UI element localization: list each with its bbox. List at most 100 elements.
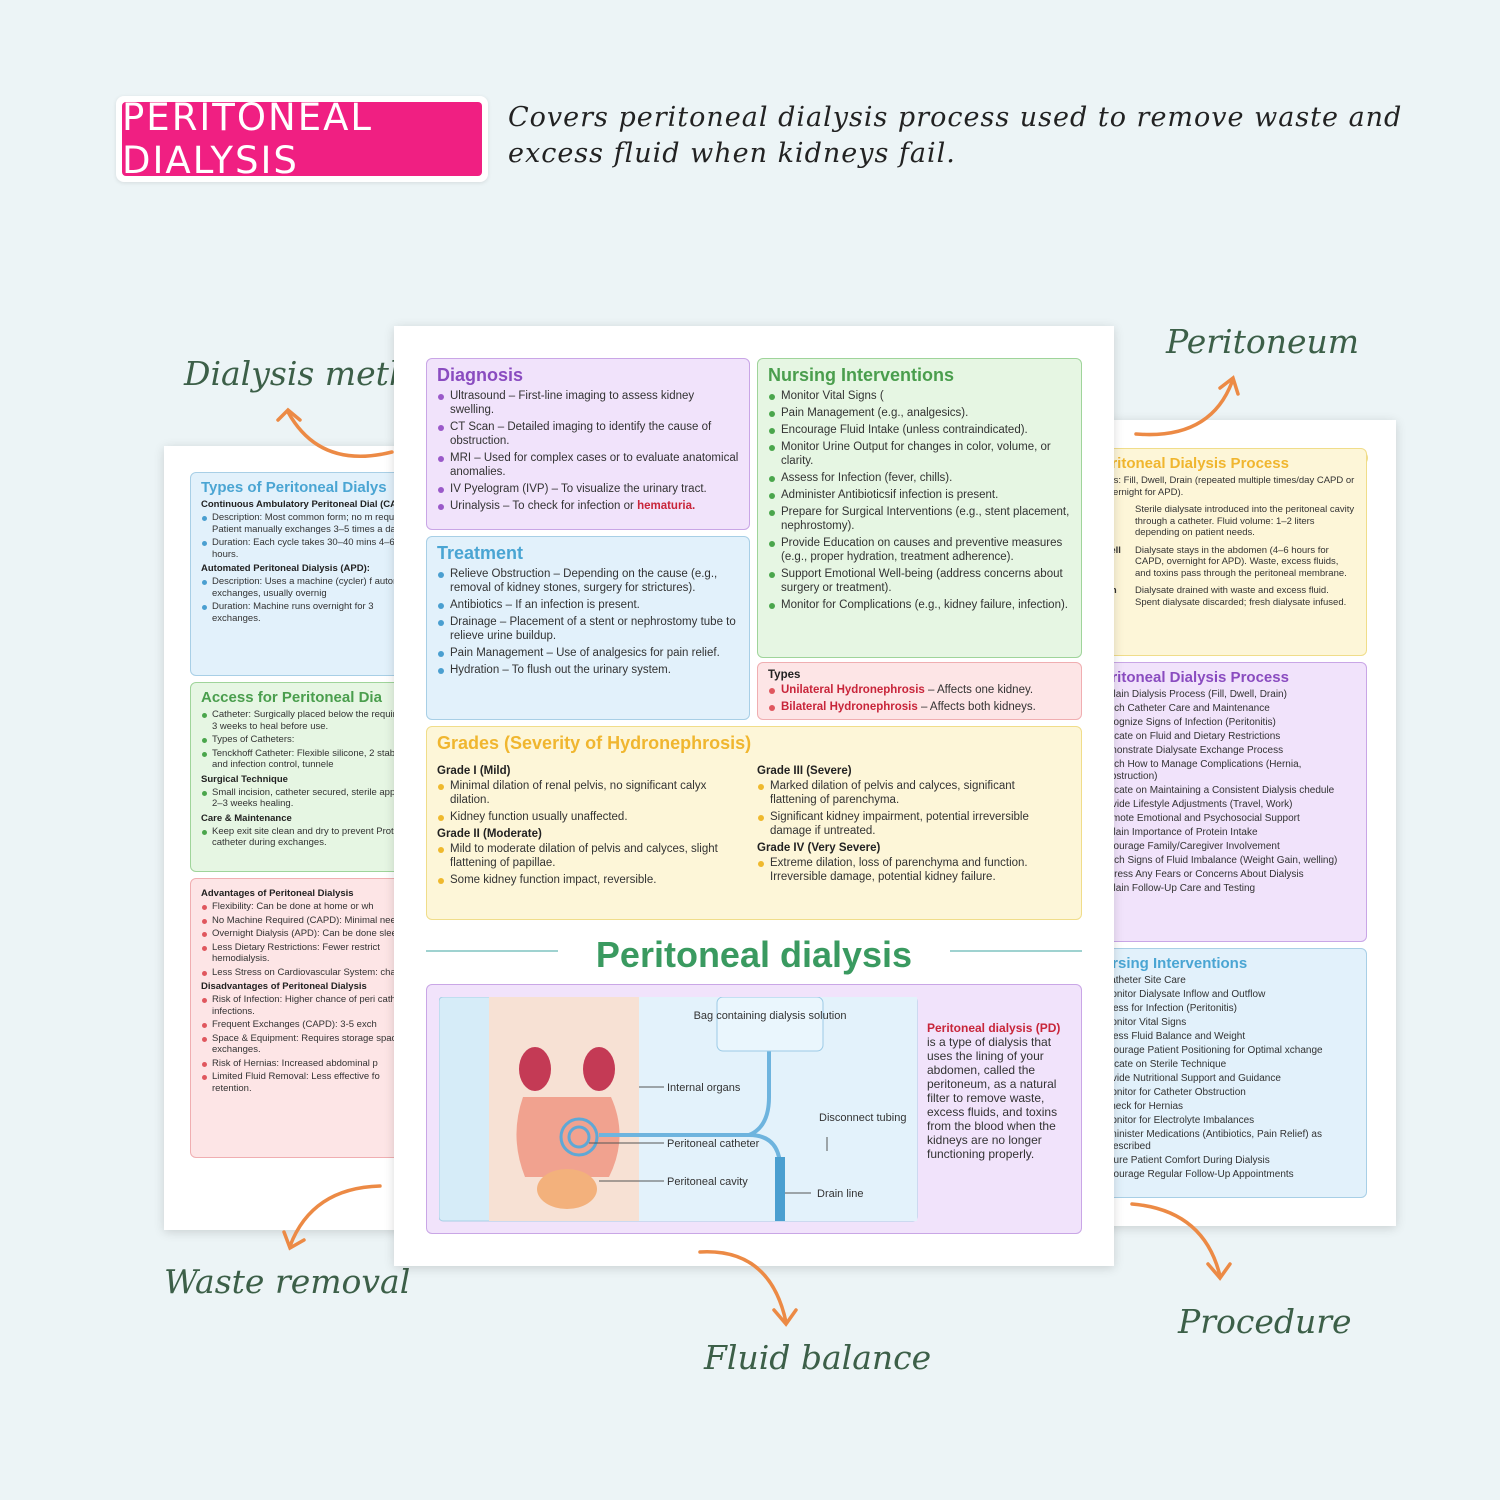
list-item: Catheter: Surgically placed below the re… [201, 709, 404, 732]
list-item: each Catheter Care and Maintenance [1103, 703, 1270, 714]
list-item: Check for Hernias [1103, 1101, 1184, 1112]
arrow-head [282, 1230, 306, 1251]
process-row-value: Sterile dialysate introduced into the pe… [1135, 504, 1355, 538]
grades-right-column: Grade III (Severe) Marked dilation of pe… [757, 761, 1057, 887]
list-item: Pain Management (e.g., analgesics). [768, 406, 1071, 420]
right-nursing-title: ursing Interventions [1103, 955, 1248, 972]
diagnosis-last-item: Urinalysis – To check for infection or [450, 500, 638, 512]
list-item: ducate on Sterile Technique [1103, 1059, 1227, 1070]
diagnosis-title: Diagnosis [437, 365, 524, 385]
list-item: Unilateral Hydronephrosis – Affects one … [768, 683, 1071, 697]
list-item: ncourage Family/Caregiver Involvement [1103, 841, 1280, 852]
list-item: xplain Importance of Protein Intake [1103, 827, 1258, 838]
arrow-head [772, 1308, 798, 1327]
grades-box: Grades (Severity of Hydronephrosis) Grad… [426, 726, 1082, 920]
disconnect-label: Disconnect tubing [819, 1112, 906, 1124]
title-badge-text: Peritoneal Dialysis [122, 96, 482, 182]
list-item: Marked dilation of pelvis and calyces, s… [757, 779, 1057, 807]
process-row: Sterile dialysate introduced into the pe… [1102, 504, 1356, 539]
grade-2-title: Grade II (Moderate) [437, 828, 542, 840]
grade-1-title: Grade I (Mild) [437, 765, 511, 777]
list-item: Monitor Urine Output for changes in colo… [768, 440, 1071, 468]
apd-title: Automated Peritoneal Dialysis (APD): [201, 563, 370, 574]
grade-3-title: Grade III (Severe) [757, 765, 852, 777]
types-box: Types of Peritoneal Dialys Continuous Am… [190, 472, 404, 676]
process-row-value: Dialysate drained with waste and excess … [1135, 585, 1347, 608]
label-peritoneum: Peritoneum [1166, 322, 1360, 361]
bilateral-text: – Affects both kidneys. [917, 701, 1036, 713]
list-item: Extreme dilation, loss of parenchyma and… [757, 856, 1057, 884]
list-item: Overnight Dialysis (APD): Can be done sl… [201, 928, 404, 940]
process-row: ain Dialysate drained with waste and exc… [1102, 585, 1356, 608]
title-badge: Peritoneal Dialysis [116, 96, 488, 182]
diagnosis-box: Diagnosis Ultrasound – First-line imagin… [426, 358, 750, 530]
list-item: Small incision, catheter secured, steril… [201, 787, 404, 810]
arrow-head [1206, 1262, 1232, 1281]
list-item: Description: Most common form; no m requ… [201, 512, 404, 535]
list-item: xplain Follow-Up Care and Testing [1103, 883, 1256, 894]
list-item: ddress Any Fears or Concerns About Dialy… [1103, 869, 1304, 880]
process2-title: eritoneal Dialysis Process [1103, 669, 1289, 686]
list-item: Risk of Infection: Higher chance of peri… [201, 994, 404, 1017]
process-row-value: Dialysate stays in the abdomen (4–6 hour… [1135, 544, 1347, 579]
bag-tube [748, 1051, 771, 1137]
list-item: Some kidney function impact, reversible. [437, 873, 737, 887]
heading-rule-left [426, 950, 558, 952]
pd-definition: Peritoneal dialysis (PD) is a type of di… [927, 1021, 1063, 1161]
list-item: Description: Uses a machine (cycler) f a… [201, 576, 404, 599]
list-item: Less Dietary Restrictions: Fewer restric… [201, 942, 404, 965]
advantages-title: Advantages of Peritoneal Dialysis [201, 888, 354, 899]
types-box-main: Types Unilateral Hydronephrosis – Affect… [757, 662, 1082, 720]
list-item: Encourage Fluid Intake (unless contraind… [768, 423, 1071, 437]
nursing-title: Nursing Interventions [768, 365, 955, 385]
list-item: dminister Medications (Antibiotics, Pain… [1103, 1129, 1322, 1152]
list-item: Hydration – To flush out the urinary sys… [437, 663, 739, 677]
list-item: Monitor for Catheter Obstruction [1103, 1087, 1246, 1098]
list-item: xplain Dialysis Process (Fill, Dwell, Dr… [1103, 689, 1287, 700]
access-box: Access for Peritoneal Dia Catheter: Surg… [190, 682, 404, 872]
list-item: Duration: Each cycle takes 30–40 mins 4–… [201, 537, 404, 560]
main-page: 12 Diagnosis Ultrasound – First-line ima… [394, 326, 1114, 1266]
list-item: Monitor Vital Signs ( [768, 389, 1071, 403]
list-item: Drainage – Placement of a stent or nephr… [437, 615, 739, 643]
process-title: eritoneal Dialysis Process [1103, 455, 1289, 472]
list-item: Tenckhoff Catheter: Flexible silicone, 2… [201, 748, 404, 771]
list-item: nsure Patient Comfort During Dialysis [1103, 1155, 1270, 1166]
capd-title: Continuous Ambulatory Peritoneal Dial (C… [201, 499, 404, 510]
list-item: Bilateral Hydronephrosis – Affects both … [768, 700, 1071, 714]
list-item: Keep exit site clean and dry to prevent … [201, 826, 404, 849]
diagram-box: Bag containing dialysis solution Interna… [426, 984, 1082, 1234]
surgical-title: Surgical Technique [201, 773, 288, 785]
tagline: Covers peritoneal dialysis process used … [508, 102, 1403, 169]
list-item: ssess for Infection (Peritonitis) [1103, 1003, 1237, 1014]
list-item: romote Emotional and Psychosocial Suppor… [1103, 813, 1300, 824]
pd-definition-text: is a type of dialysis that uses the lini… [927, 1035, 1058, 1161]
list-item: Antibiotics – If an infection is present… [437, 598, 739, 612]
list-item: Types of Catheters: [201, 734, 404, 746]
catheter-coil [559, 1117, 599, 1157]
list-item: Duration: Machine runs overnight for 3 e… [201, 601, 404, 624]
list-item: Monitor Vital Signs [1103, 1017, 1187, 1028]
right-page: 13 eritoneal Dialysis Process eps: Fill,… [1102, 420, 1396, 1226]
care-title: Care & Maintenance [201, 812, 292, 824]
list-item: Urinalysis – To check for infection or h… [437, 499, 739, 513]
list-item: ncourage Patient Positioning for Optimal… [1103, 1045, 1323, 1056]
list-item: ssess Fluid Balance and Weight [1103, 1031, 1246, 1042]
list-item: rovide Lifestyle Adjustments (Travel, Wo… [1103, 799, 1293, 810]
pd-heading: Peritoneal dialysis [595, 934, 913, 975]
list-item: Flexibility: Can be done at home or wh [201, 901, 404, 913]
list-item: Space & Equipment: Requires storage spac… [201, 1033, 404, 1056]
list-item: Mild to moderate dilation of pelvis and … [437, 842, 737, 870]
process2-box: eritoneal Dialysis Process xplain Dialys… [1102, 662, 1367, 942]
left-page: Types of Peritoneal Dialys Continuous Am… [164, 446, 404, 1230]
list-item: Monitor for Electrolyte Imbalances [1103, 1115, 1255, 1126]
list-item: Limited Fluid Removal: Less effective fo… [201, 1071, 404, 1094]
list-item: Provide Education on causes and preventi… [768, 536, 1071, 564]
hematuria-highlight: hematuria. [637, 500, 696, 512]
catheter-label: Peritoneal catheter [667, 1138, 760, 1150]
grade-4-title: Grade IV (Very Severe) [757, 842, 881, 854]
grades-left-column: Grade I (Mild) Minimal dilation of renal… [437, 761, 737, 890]
pd-diagram: Bag containing dialysis solution Interna… [439, 997, 918, 1222]
process-intro: eps: Fill, Dwell, Drain (repeated multip… [1103, 475, 1355, 498]
disadvantages-title: Disadvantages of Peritoneal Dialysis [201, 981, 367, 992]
